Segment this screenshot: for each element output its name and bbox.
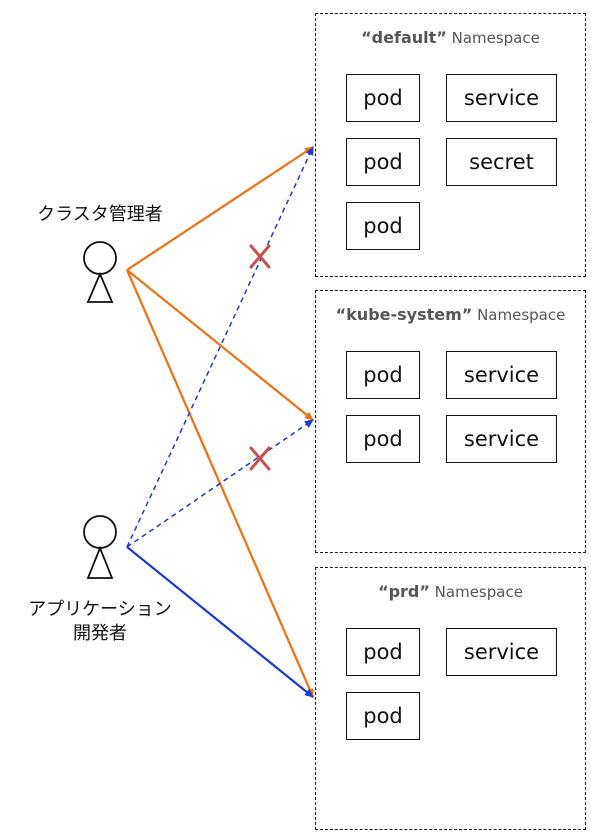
developer-label-line2: 開発者 [73,623,127,644]
namespace-suffix: Namespace [434,583,523,601]
namespace-prd: “prd” Namespace pod service pod [315,567,586,830]
developer-to-default-denied-arrow [126,146,314,548]
namespace-name: “prd” [378,582,430,601]
namespace-default: “default” Namespace pod service pod secr… [315,13,586,277]
developer-label-line1: アプリケーション [28,599,172,620]
resource-pod: pod [346,74,420,122]
namespace-suffix: Namespace [477,306,566,324]
resource-pod: pod [346,692,420,740]
resource-pod: pod [346,415,420,463]
admin-user-icon [83,241,117,303]
denied-x-icon-default [249,244,271,269]
resource-service: service [446,74,557,122]
resource-pod: pod [346,628,420,676]
resource-pod: pod [346,351,420,399]
resource-service: service [446,351,557,399]
namespace-title: “default” Namespace [316,28,585,47]
denied-x-icon-kube-system [249,446,271,471]
admin-to-default-arrow [126,146,314,271]
namespace-title: “prd” Namespace [316,582,585,601]
developer-to-prd-arrow [126,546,314,698]
resource-service: service [446,628,557,676]
admin-label: クラスタ管理者 [37,204,163,225]
resource-service: service [446,415,557,463]
resource-secret: secret [446,138,557,186]
developer-user-icon [83,515,117,579]
namespace-name: “default” [361,28,447,47]
resource-pod: pod [346,202,420,250]
developer-label: アプリケーション 開発者 [10,598,190,646]
admin-to-kube-system-arrow [126,269,314,421]
namespace-kube-system: “kube-system” Namespace pod service pod … [315,290,586,553]
namespace-title: “kube-system” Namespace [316,305,585,324]
namespace-suffix: Namespace [451,29,540,47]
developer-to-kube-system-denied-arrow [126,419,314,548]
resource-pod: pod [346,138,420,186]
namespace-name: “kube-system” [335,305,473,324]
